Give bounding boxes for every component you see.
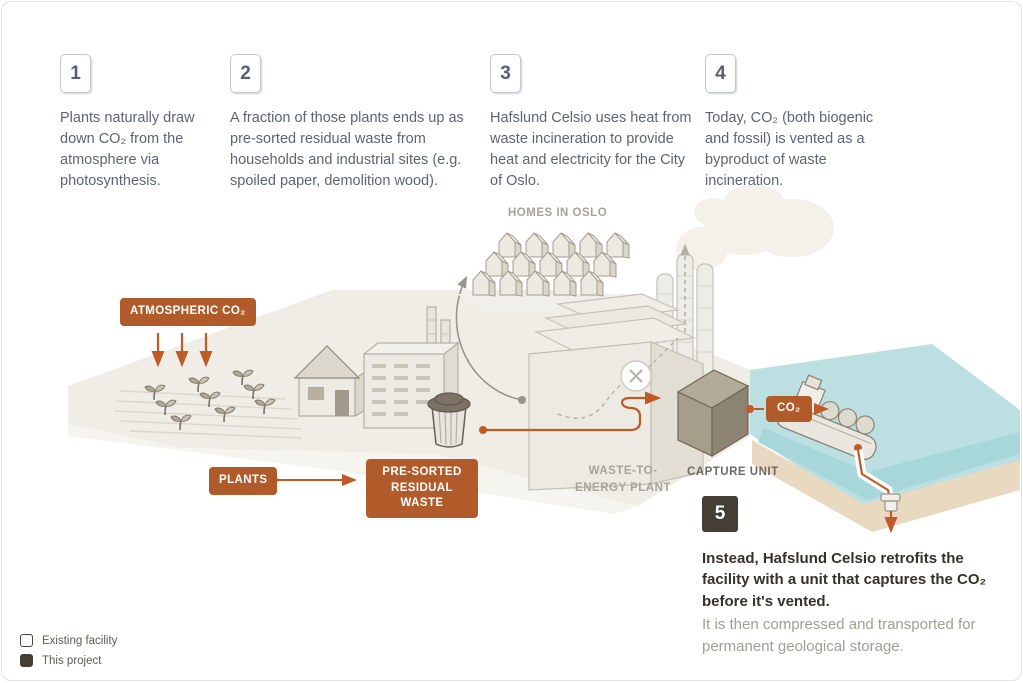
step-5-bold-text: Instead, Hafslund Celsio retrofits the f… (702, 550, 987, 610)
step-1-number-box: 1 (60, 54, 91, 93)
seabed-sand (752, 440, 1020, 532)
existing-facility-swatch (20, 634, 33, 647)
step-4-number-box: 4 (705, 54, 736, 93)
waste-to-energy-plant-icon (528, 293, 704, 491)
plants-field-illustration (113, 369, 303, 439)
heat-to-homes-arrow (455, 275, 526, 404)
atmospheric-co2-tag: ATMOSPHERIC CO₂ (120, 298, 256, 326)
homes-in-oslo-caption: HOMES IN OSLO (508, 207, 608, 219)
waste-to-energy-plant-caption: WASTE-TO-ENERGY PLANT (575, 465, 671, 495)
trash-bin-icon (427, 392, 471, 448)
legend-project-label: This project (42, 654, 102, 667)
step-5: 5 Instead, Hafslund Celsio retrofits the… (702, 496, 1002, 657)
plants-flow-arrow (270, 474, 357, 486)
step-4-text: Today, CO₂ (both biogenic and fossil) is… (705, 110, 874, 190)
step-1: 1 Plants naturally draw down CO₂ from th… (60, 54, 212, 192)
capture-unit-caption: CAPTURE UNIT (687, 466, 779, 478)
presorted-waste-tag: PRE-SORTED RESIDUAL WASTE (366, 459, 478, 518)
waste-to-capture-flow-arrow (479, 391, 662, 434)
step-3: 3 Hafslund Celsio uses heat from waste i… (490, 54, 698, 192)
legend-existing-facility: Existing facility (20, 634, 117, 647)
legend-existing-label: Existing facility (42, 634, 118, 647)
capture-unit-icon (676, 369, 750, 458)
legend-this-project: This project (20, 654, 117, 667)
this-project-swatch (20, 654, 33, 667)
step-3-number-box: 3 (490, 54, 521, 93)
step-1-text: Plants naturally draw down CO₂ from the … (60, 110, 195, 190)
plants-tag: PLANTS (209, 467, 278, 495)
co2-flow-arrow (746, 403, 829, 415)
atmospheric-co2-arrows (151, 333, 213, 368)
step-4: 4 Today, CO₂ (both biogenic and fossil) … (705, 54, 883, 192)
step-3-text: Hafslund Celsio uses heat from waste inc… (490, 110, 692, 190)
smoke-icon (676, 185, 834, 271)
step-5-number-box: 5 (702, 496, 738, 532)
step-2-text: A fraction of those plants ends up as pr… (230, 110, 464, 190)
injection-pipe-icon (853, 444, 901, 534)
house-icon (293, 345, 374, 417)
step-2: 2 A fraction of those plants ends up as … (230, 54, 470, 192)
step-2-number-box: 2 (230, 54, 261, 93)
no-vent-valve-icon (620, 360, 652, 392)
step-5-gray-text: It is then compressed and transported fo… (702, 616, 976, 655)
factory-icon (362, 306, 460, 430)
legend: Existing facility This project (20, 634, 117, 674)
co2-tag: CO₂ (766, 396, 812, 422)
